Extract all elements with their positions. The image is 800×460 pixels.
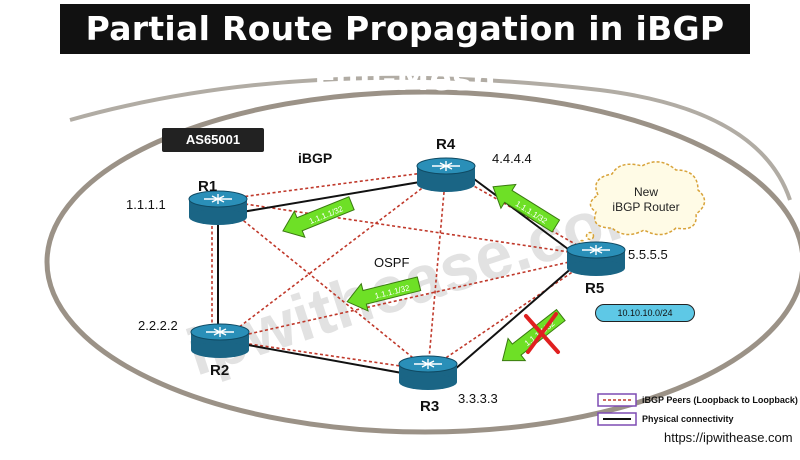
ibgp-link-r2-r3	[221, 339, 429, 371]
physical-link-r1-r4	[241, 181, 421, 213]
physical-link-r4-r5	[469, 175, 573, 253]
router-r2-ip: 2.2.2.2	[138, 318, 178, 333]
router-r4-name: R4	[436, 136, 456, 153]
callout-text: New iBGP Router	[594, 185, 698, 215]
router-r2-name: R2	[210, 362, 230, 379]
as-boundary-stroke	[69, 75, 792, 201]
router-r4-icon	[416, 157, 476, 192]
physical-link-r3-r5	[453, 265, 575, 371]
physical-link-r2-r3	[247, 344, 403, 374]
ibgp-link-r2-r5	[221, 255, 597, 341]
as-boundary	[44, 89, 800, 435]
ibgp-link-r4-r3	[427, 169, 447, 371]
router-r1-name: R1	[198, 178, 218, 195]
router-r3-name: R3	[420, 398, 440, 415]
legend-ibgp-label: iBGP Peers (Loopback to Loopback)	[642, 395, 798, 405]
callout-line-2: iBGP Router	[612, 200, 680, 214]
legend	[597, 393, 637, 426]
ibgp-link-r1-r3	[217, 199, 429, 371]
page-title: Partial Route Propagation in iBGP Full-M…	[60, 4, 750, 98]
advertised-prefix-badge: 10.10.10.0/24	[595, 304, 695, 322]
legend-physical-label: Physical connectivity	[642, 414, 734, 424]
site-url: https://ipwithease.com	[664, 430, 793, 445]
router-r5-name: R5	[585, 280, 605, 297]
router-r4-ip: 4.4.4.4	[492, 151, 532, 166]
router-r1-ip: 1.1.1.1	[126, 197, 166, 212]
callout-line-1: New	[633, 185, 658, 199]
ibgp-link-r3-r5	[427, 255, 597, 371]
router-r5-ip: 5.5.5.5	[628, 247, 668, 262]
route-arrow-r5-to-r3-blocked: 1.1.1.1/32	[501, 308, 566, 362]
router-r5-icon	[566, 241, 626, 276]
ibgp-link-r2-r4	[221, 169, 447, 341]
router-r3-icon	[398, 355, 458, 390]
blocked-cross-icon	[524, 312, 560, 354]
router-r2-icon	[190, 323, 250, 358]
router-r3-ip: 3.3.3.3	[458, 391, 498, 406]
as-number-label: AS65001	[162, 128, 264, 152]
router-r1-icon	[188, 190, 248, 225]
ospf-label: OSPF	[374, 255, 410, 270]
ibgp-label: iBGP	[298, 150, 333, 166]
